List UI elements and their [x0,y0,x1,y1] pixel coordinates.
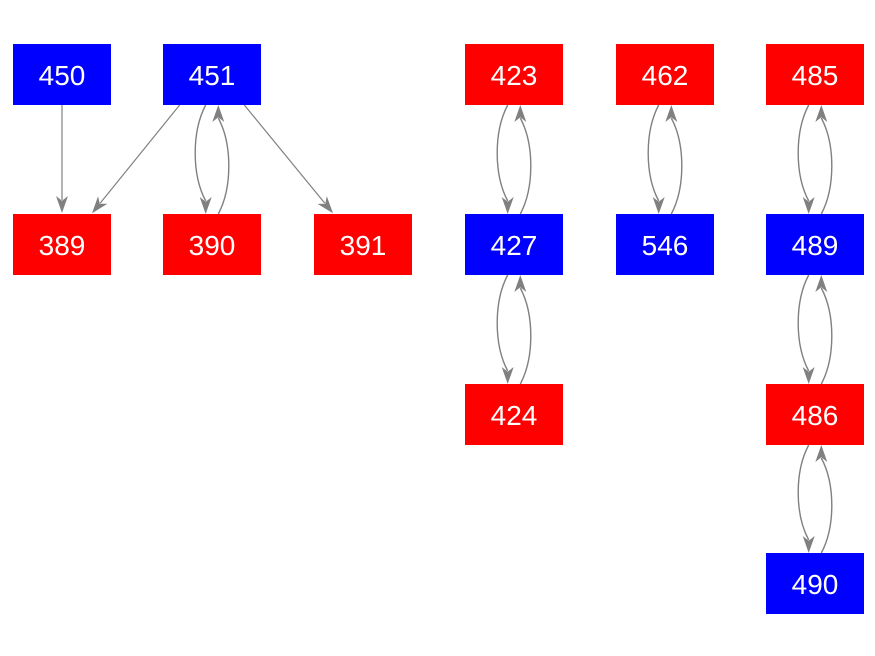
edge-line-reverse [670,117,683,215]
graph-node-423[interactable]: 423 [465,44,563,105]
graph-node-424[interactable]: 424 [465,384,563,445]
graph-node-389[interactable]: 389 [13,214,111,275]
edge-line-forward [496,104,509,202]
edge-arrowhead-reverse [212,105,225,122]
graph-edge-423-427 [496,104,532,215]
edge-line-reverse [820,457,833,554]
graph-node-489[interactable]: 489 [766,214,864,275]
edge-line-forward [194,104,207,202]
edge-arrowhead [92,196,108,214]
edge-arrowhead-reverse [665,105,678,122]
edge-arrowhead-reverse [514,105,527,122]
graph-node-546[interactable]: 546 [616,214,714,275]
graph-edge-486-490 [797,444,833,554]
graph-edge-485-489 [797,104,833,215]
graph-edge-451-390 [194,104,230,215]
graph-node-label: 486 [791,399,839,431]
graph-node-390[interactable]: 390 [163,214,261,275]
graph-node-450[interactable]: 450 [13,44,111,105]
graph-node-label: 391 [339,229,387,261]
edge-arrowhead-forward [199,197,212,214]
edge-arrowhead-forward [802,536,815,553]
graph-node-label: 485 [791,59,839,91]
graph-node-label: 490 [791,568,839,600]
graph-node-label: 451 [188,59,236,91]
edge-line-reverse [820,287,833,385]
graph-edge-489-486 [797,274,833,385]
edge-line-reverse [820,117,833,215]
graph-node-label: 450 [38,59,86,91]
graph-node-427[interactable]: 427 [465,214,563,275]
edge-arrowhead-forward [802,197,815,214]
graph-node-462[interactable]: 462 [616,44,714,105]
graph-node-391[interactable]: 391 [314,214,412,275]
edge-arrowhead-reverse [815,105,828,122]
graph-edge-451-389 [92,104,181,214]
graph-edge-427-424 [496,274,532,385]
edge-arrowhead-forward [501,367,514,384]
edge-arrowhead-forward [652,197,665,214]
edge-line-reverse [217,117,230,215]
edge-arrowhead-reverse [815,445,828,462]
graph-node-label: 546 [641,229,689,261]
graph-node-485[interactable]: 485 [766,44,864,105]
graph-node-label: 390 [188,229,236,261]
graph-edge-450-389 [56,105,68,213]
edge-line-forward [496,274,509,372]
edge-arrowhead [317,196,333,214]
graph-node-490[interactable]: 490 [766,553,864,614]
edge-line-forward [797,274,810,372]
edge-arrowhead [56,196,68,213]
edge-line [99,104,181,204]
edge-line-reverse [519,117,532,215]
graph-edge-451-391 [243,104,333,214]
graph-node-label: 424 [490,399,538,431]
edge-line-forward [797,104,810,202]
edge-arrowhead-forward [802,367,815,384]
edge-line [243,104,326,204]
graph-node-label: 423 [490,59,538,91]
graph-node-label: 489 [791,229,839,261]
graph-edge-462-546 [647,104,683,215]
edge-line-forward [797,444,810,541]
graph-node-486[interactable]: 486 [766,384,864,445]
edge-arrowhead-reverse [815,275,828,292]
graph-node-label: 427 [490,229,538,261]
graph-node-451[interactable]: 451 [163,44,261,105]
edge-line-reverse [519,287,532,385]
edge-arrowhead-forward [501,197,514,214]
edge-line-forward [647,104,660,202]
edge-arrowhead-reverse [514,275,527,292]
graph-node-label: 462 [641,59,689,91]
graph-node-label: 389 [38,229,86,261]
